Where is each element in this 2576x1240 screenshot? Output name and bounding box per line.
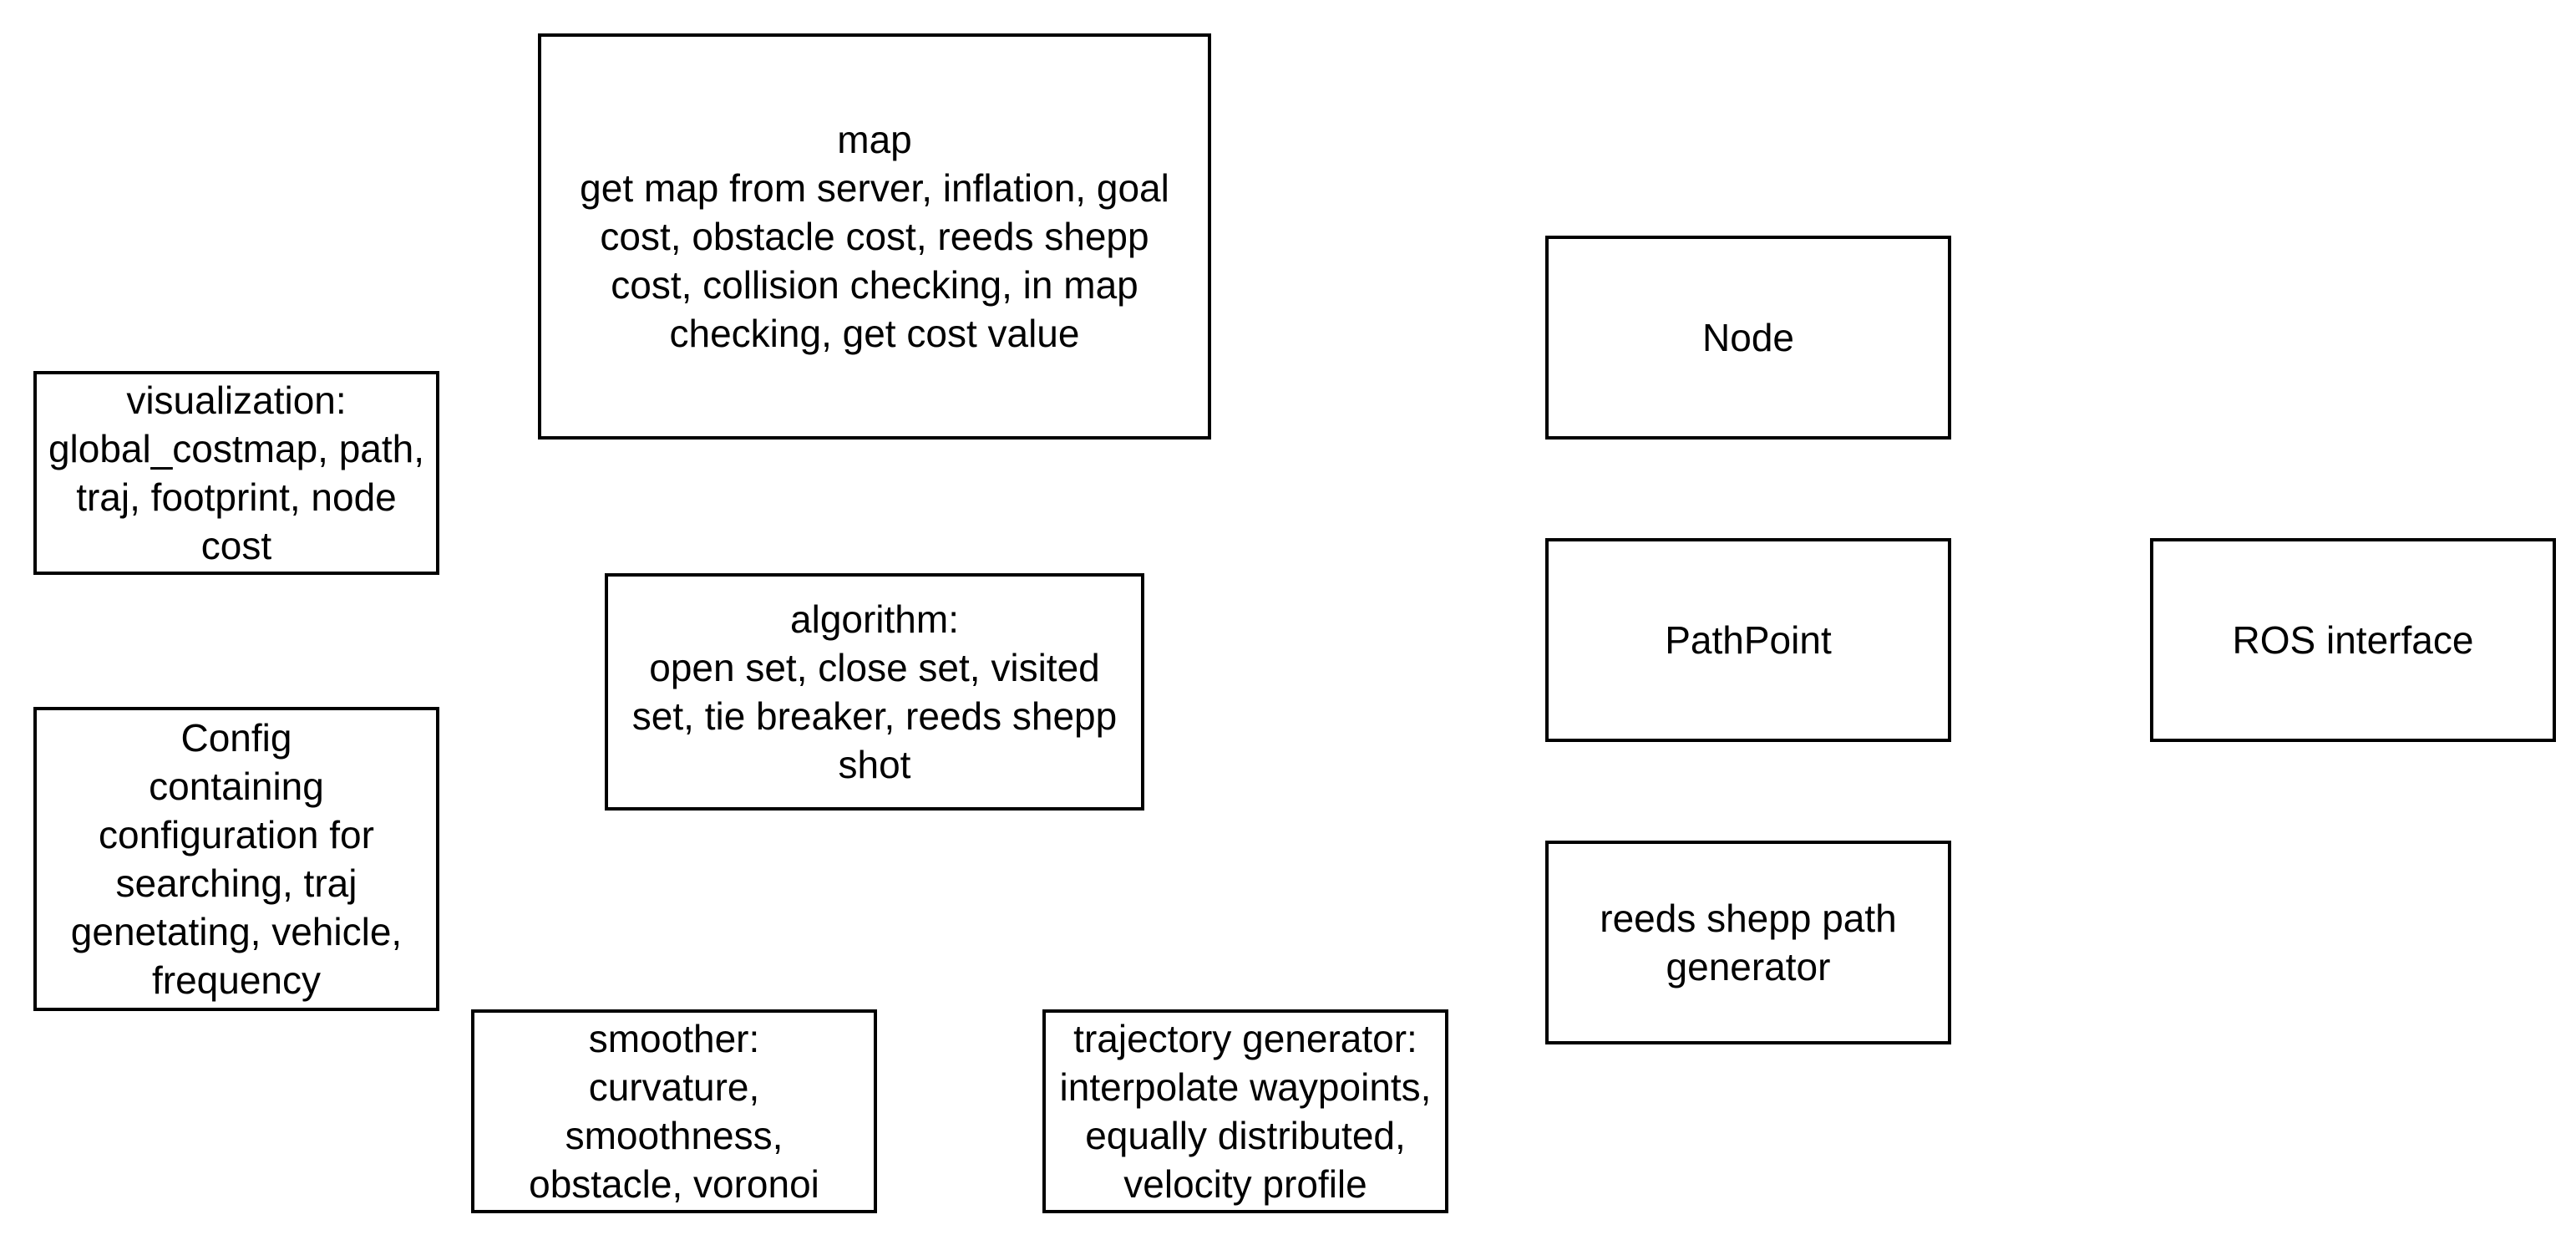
ros-interface-box-label: ROS interface xyxy=(2232,618,2474,662)
node-box-label: Node xyxy=(1702,316,1794,359)
algorithm-box-label: algorithm: open set, close set, visited … xyxy=(631,597,1118,786)
path-point-box-label: PathPoint xyxy=(1665,618,1832,662)
smoother-box: smoother: curvature, smoothness, obstacl… xyxy=(471,1009,877,1213)
config-box-label: Config containing configuration for sear… xyxy=(70,716,403,1002)
reeds-shepp-path-generator-box: reeds shepp path generator xyxy=(1545,841,1951,1044)
visualization-box-label: visualization: global_costmap, path, tra… xyxy=(48,379,425,567)
path-point-box: PathPoint xyxy=(1545,538,1951,742)
map-box-label: map get map from server, inflation, goal… xyxy=(580,118,1169,355)
trajectory-generator-box-label: trajectory generator: interpolate waypoi… xyxy=(1059,1017,1432,1206)
visualization-box: visualization: global_costmap, path, tra… xyxy=(33,371,439,575)
ros-interface-box: ROS interface xyxy=(2150,538,2556,742)
trajectory-generator-box: trajectory generator: interpolate waypoi… xyxy=(1042,1009,1448,1213)
config-box: Config containing configuration for sear… xyxy=(33,707,439,1011)
map-box: map get map from server, inflation, goal… xyxy=(538,33,1211,440)
algorithm-box: algorithm: open set, close set, visited … xyxy=(605,573,1144,811)
reeds-shepp-path-generator-box-label: reeds shepp path generator xyxy=(1600,897,1897,988)
smoother-box-label: smoother: curvature, smoothness, obstacl… xyxy=(529,1017,819,1206)
node-box: Node xyxy=(1545,236,1951,440)
